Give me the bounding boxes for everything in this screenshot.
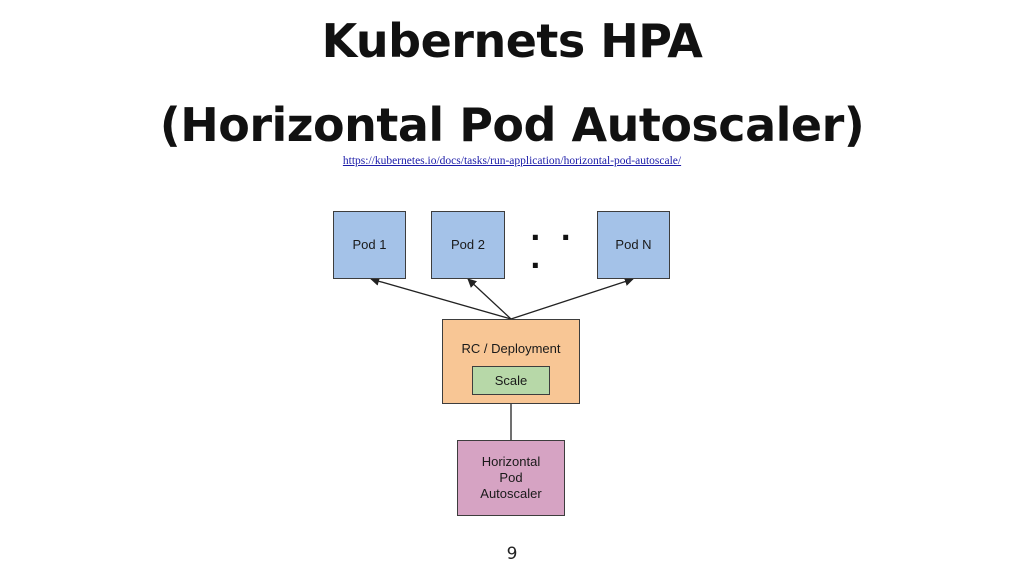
page-number: 9 bbox=[506, 544, 518, 564]
source-link[interactable]: https://kubernetes.io/docs/tasks/run-app… bbox=[342, 155, 682, 167]
autoscaler-box: Horizontal Pod Autoscaler bbox=[457, 440, 565, 516]
pods-ellipsis: · · · bbox=[530, 221, 577, 282]
pod-2-box: Pod 2 bbox=[431, 211, 505, 279]
arrow-deployment-to-pod-n bbox=[510, 277, 634, 320]
arrow-deployment-to-pod-2 bbox=[467, 278, 512, 320]
slide-title-line-2: (Horizontal Pod Autoscaler) bbox=[159, 98, 865, 152]
pod-1-box: Pod 1 bbox=[333, 211, 406, 279]
slide-title-line-1: Kubernets HPA bbox=[321, 14, 703, 68]
arrow-deployment-to-pod-1 bbox=[370, 276, 512, 320]
scale-box: Scale bbox=[472, 366, 550, 395]
deployment-label: RC / Deployment bbox=[461, 341, 561, 356]
pod-n-box: Pod N bbox=[597, 211, 670, 279]
